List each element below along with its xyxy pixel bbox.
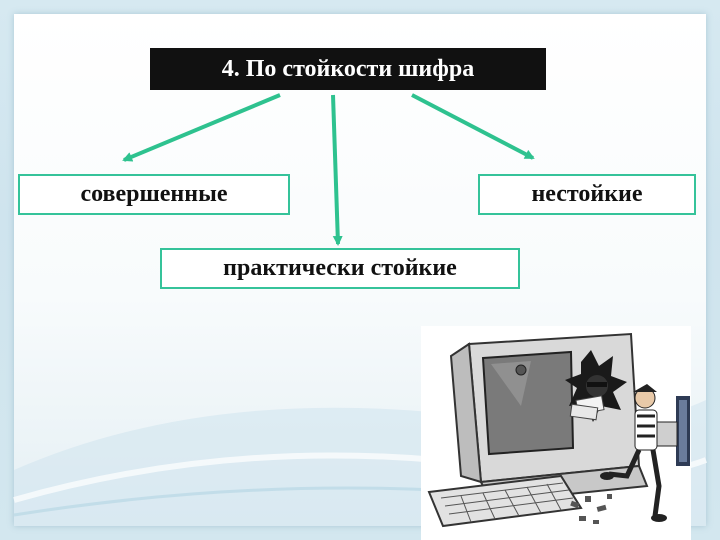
diagram-title: 4. По стойкости шифра: [150, 48, 546, 90]
node-weak: нестойкие: [478, 174, 696, 215]
node-practically-secure: практически стойкие: [160, 248, 520, 289]
computer-thief-cartoon-icon: [421, 326, 691, 540]
node-perfect: совершенные: [18, 174, 290, 215]
